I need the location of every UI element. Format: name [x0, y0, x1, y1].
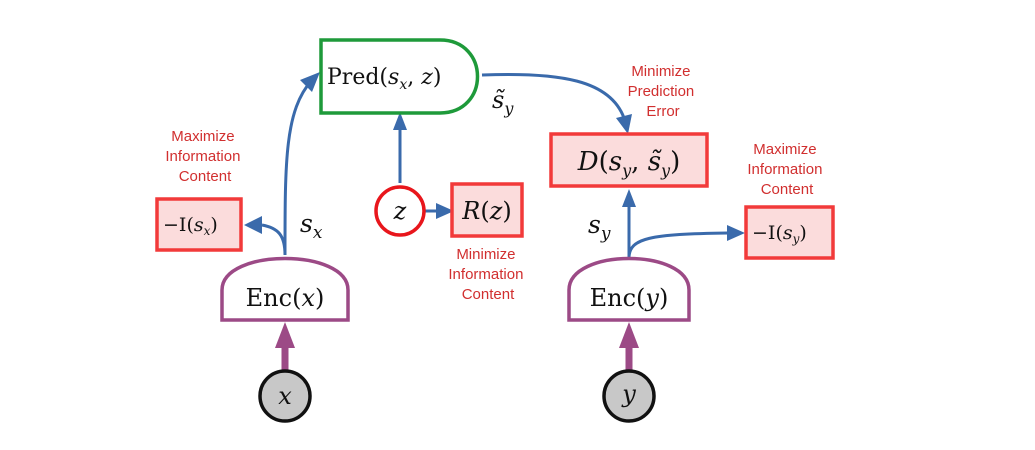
arrowhead-d-bottom	[622, 189, 636, 207]
arrowhead-enc-y	[619, 322, 639, 348]
edge-sx-to-pred	[283, 77, 315, 256]
svg-text:Enc(x): Enc(x)	[246, 284, 325, 312]
arrowhead-enc-x	[275, 322, 295, 348]
annotation-ix: Maximize Information Content	[165, 128, 244, 185]
svg-text:−I(sy): −I(sy)	[752, 222, 807, 246]
input-x-node: x	[258, 369, 312, 423]
pred-arg-s: s	[388, 65, 399, 90]
edge-sy-to-iy	[627, 231, 729, 259]
arrowhead-ix	[244, 216, 262, 234]
pred-arg-z: z	[420, 65, 433, 90]
input-y-node: y	[602, 369, 656, 423]
predictor-node: Pred(sx, z)	[319, 38, 480, 115]
annotation-d: Minimize Prediction Error	[628, 63, 699, 120]
cost-reg-z: R(z)	[450, 182, 524, 238]
label-s-x: sx	[300, 209, 323, 243]
edge-pred-to-d	[481, 72, 626, 119]
encoder-y-node: Enc(y)	[567, 256, 691, 322]
pred-arg-sub: x	[399, 77, 407, 93]
cost-neg-info-sy: −I(sy)	[744, 205, 835, 260]
svg-text:y: y	[621, 380, 636, 408]
svg-text:z: z	[393, 197, 407, 225]
svg-text:−I(sx): −I(sx)	[163, 214, 218, 238]
edge-sx-to-ix	[261, 223, 287, 256]
latent-z-node: z	[374, 185, 426, 237]
pred-name: Pred	[327, 65, 379, 90]
arrowhead-pred-z	[393, 112, 407, 130]
arrowhead-rz	[436, 203, 454, 219]
annotation-iy: Maximize Information Content	[747, 141, 826, 198]
cost-neg-info-sx: −I(sx)	[155, 197, 243, 252]
svg-text:Enc(y): Enc(y)	[590, 284, 669, 312]
label-s-y: sy	[588, 210, 611, 244]
svg-text:x: x	[278, 382, 292, 410]
svg-text:R(z): R(z)	[461, 197, 511, 225]
cost-prediction-error: D(sy, s̃y)	[549, 132, 709, 188]
label-s-tilde-y: s̃y	[492, 86, 514, 118]
svg-text:Pred(sx, z): Pred(sx, z)	[327, 65, 441, 93]
arrowhead-d-top	[616, 114, 632, 134]
arrowhead-pred-input	[300, 72, 320, 92]
svg-text:D(sy, s̃y): D(sy, s̃y)	[577, 147, 680, 180]
arrowhead-iy	[727, 225, 745, 241]
encoder-x-node: Enc(x)	[220, 256, 350, 322]
annotation-rz: Minimize Information Content	[448, 246, 527, 303]
